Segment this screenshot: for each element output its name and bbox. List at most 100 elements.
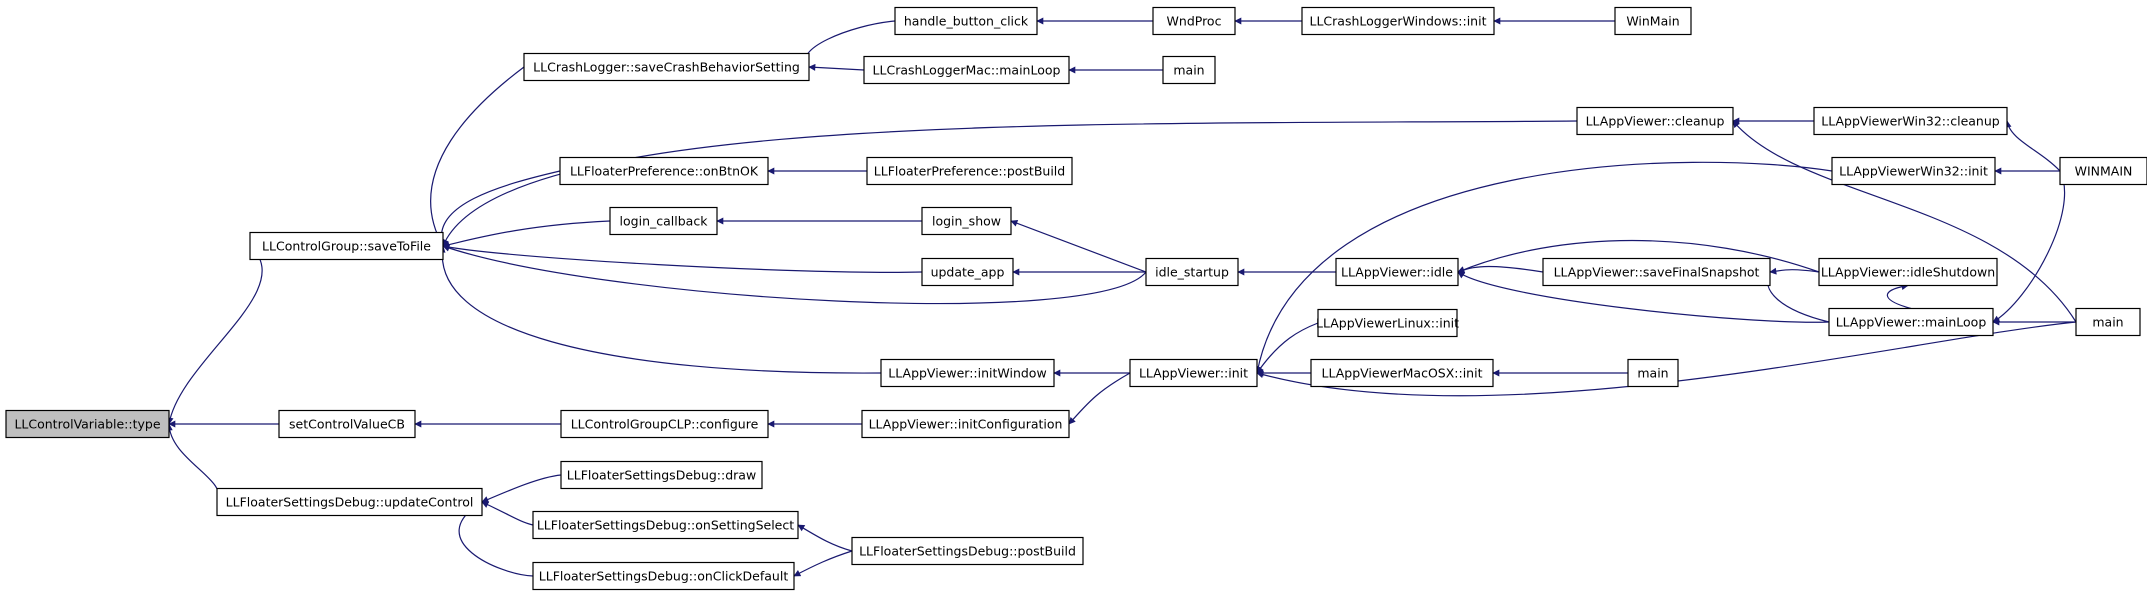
graph-node[interactable]: LLFloaterSettingsDebug::draw xyxy=(560,460,763,490)
edge-n9-to-n4 xyxy=(808,63,865,71)
node-box xyxy=(532,561,795,591)
graph-node[interactable]: LLAppViewer::idle xyxy=(1335,257,1459,287)
graph-node[interactable]: LLAppViewer::initConfiguration xyxy=(861,409,1070,439)
node-box xyxy=(1576,106,1734,136)
node-box xyxy=(851,536,1084,566)
node-box xyxy=(249,231,444,261)
graph-node[interactable]: LLControlGroupCLP::configure xyxy=(560,409,769,439)
node-label: LLFloaterPreference::postBuild xyxy=(874,164,1065,179)
node-label: LLAppViewerMacOSX::init xyxy=(1322,366,1483,381)
node-box xyxy=(1301,6,1495,36)
edge-n11-to-n1 xyxy=(437,170,561,247)
edge-n36-to-n35 xyxy=(793,550,853,577)
graph-node[interactable]: LLFloaterPreference::postBuild xyxy=(866,156,1073,186)
edge-n34-to-n3 xyxy=(481,501,534,526)
graph-node[interactable]: LLCrashLoggerMac::mainLoop xyxy=(863,55,1070,85)
node-label: login_show xyxy=(932,214,1001,229)
graph-node[interactable]: LLAppViewerWin32::cleanup xyxy=(1813,106,2008,136)
graph-node[interactable]: LLFloaterSettingsDebug::onClickDefault xyxy=(532,561,795,591)
node-box xyxy=(5,409,170,439)
graph-node[interactable]: update_app xyxy=(921,257,1014,287)
graph-node[interactable]: main xyxy=(1162,55,1216,85)
graph-node[interactable]: LLAppViewerMacOSX::init xyxy=(1310,358,1494,388)
node-box xyxy=(1614,6,1692,36)
graph-node[interactable]: LLCrashLogger::saveCrashBehaviorSetting xyxy=(523,52,810,82)
node-label: LLAppViewerLinux::init xyxy=(1316,316,1459,331)
graph-node[interactable]: WndProc xyxy=(1152,6,1236,36)
node-box xyxy=(1542,257,1771,287)
node-label: LLFloaterSettingsDebug::onClickDefault xyxy=(539,569,789,584)
edge-n21-to-n18 xyxy=(1254,161,1833,374)
node-label: LLCrashLoggerWindows::init xyxy=(1310,14,1487,29)
graph-node[interactable]: LLAppViewerLinux::init xyxy=(1316,308,1459,338)
graph-node[interactable]: LLFloaterSettingsDebug::onSettingSelect xyxy=(532,510,799,540)
node-box xyxy=(880,358,1055,388)
node-box xyxy=(532,510,799,540)
node-box xyxy=(1162,55,1216,85)
node-box xyxy=(861,409,1070,439)
node-box xyxy=(921,257,1014,287)
node-box xyxy=(560,460,763,490)
node-box xyxy=(1831,156,1996,186)
graph-node[interactable]: main xyxy=(1627,358,1679,388)
graph-node[interactable]: LLAppViewer::cleanup xyxy=(1576,106,1734,136)
edge-n15-to-n1 xyxy=(442,243,923,273)
edge-n19-to-n1 xyxy=(442,120,1578,247)
graph-node[interactable]: LLFloaterPreference::onBtnOK xyxy=(559,156,769,186)
graph-node[interactable]: LLAppViewer::initWindow xyxy=(880,358,1055,388)
edge-n22-to-n26 xyxy=(1992,170,2066,323)
graph-node[interactable]: WINMAIN xyxy=(2059,156,2147,186)
graph-node[interactable]: WinMain xyxy=(1614,6,1692,36)
graph-node[interactable]: LLFloaterSettingsDebug::updateControl xyxy=(216,487,483,517)
node-label: main xyxy=(1173,63,1204,78)
node-box xyxy=(1818,257,1998,287)
node-box xyxy=(523,52,810,82)
node-label: login_callback xyxy=(620,214,709,229)
graph-node[interactable]: LLAppViewer::mainLoop xyxy=(1828,307,1994,337)
node-label: LLAppViewer::idle xyxy=(1341,265,1453,280)
graph-node[interactable]: LLFloaterSettingsDebug::postBuild xyxy=(851,536,1084,566)
graph-node[interactable]: LLAppViewerWin32::init xyxy=(1831,156,1996,186)
node-label: main xyxy=(2092,315,2123,330)
graph-node[interactable]: LLControlGroup::saveToFile xyxy=(249,231,444,261)
node-box xyxy=(863,55,1070,85)
node-label: LLAppViewer::mainLoop xyxy=(1836,315,1987,330)
graph-node[interactable]: setControlValueCB xyxy=(278,409,416,439)
node-box xyxy=(609,206,718,236)
node-label: LLAppViewer::idleShutdown xyxy=(1821,265,1995,280)
node-box xyxy=(1310,358,1494,388)
node-label: LLAppViewer::cleanup xyxy=(1586,114,1725,129)
nodes-layer: LLControlVariable::type LLControlGroup::s… xyxy=(5,6,2147,591)
graph-node[interactable]: login_callback xyxy=(609,206,718,236)
node-label: update_app xyxy=(931,265,1005,280)
edge-n22-to-n20 xyxy=(2004,120,2061,172)
edge-n33-to-n3 xyxy=(481,474,562,503)
node-label: LLAppViewerWin32::init xyxy=(1839,164,1988,179)
node-box xyxy=(560,409,769,439)
node-label: LLAppViewer::saveFinalSnapshot xyxy=(1554,265,1760,280)
node-box xyxy=(278,409,416,439)
node-box xyxy=(1813,106,2008,136)
edge-n26-to-n23 xyxy=(1457,271,1830,323)
node-label: LLAppViewer::init xyxy=(1139,366,1248,381)
graph-node[interactable]: LLControlVariable::type xyxy=(5,409,170,439)
graph-node[interactable]: handle_button_click xyxy=(894,6,1038,36)
node-box xyxy=(216,487,483,517)
edge-n27-to-n19 xyxy=(1732,120,2077,323)
graph-node[interactable]: main xyxy=(2075,307,2141,337)
graph-node[interactable]: LLCrashLoggerWindows::init xyxy=(1301,6,1495,36)
graph-node[interactable]: LLAppViewer::init xyxy=(1129,358,1258,388)
node-label: handle_button_click xyxy=(904,14,1029,29)
node-box xyxy=(1828,307,1994,337)
node-label: WINMAIN xyxy=(2075,164,2133,179)
node-label: LLCrashLogger::saveCrashBehaviorSetting xyxy=(533,60,800,75)
edge-n26-to-n25 xyxy=(1886,283,1912,310)
graph-node[interactable]: idle_startup xyxy=(1145,257,1239,287)
node-label: setControlValueCB xyxy=(289,417,405,432)
edge-n36-to-n34 xyxy=(797,524,853,552)
node-label: LLFloaterSettingsDebug::draw xyxy=(567,468,756,483)
graph-node[interactable]: login_show xyxy=(921,206,1012,236)
graph-node[interactable]: LLAppViewer::saveFinalSnapshot xyxy=(1542,257,1771,287)
graph-node[interactable]: LLAppViewer::idleShutdown xyxy=(1818,257,1998,287)
